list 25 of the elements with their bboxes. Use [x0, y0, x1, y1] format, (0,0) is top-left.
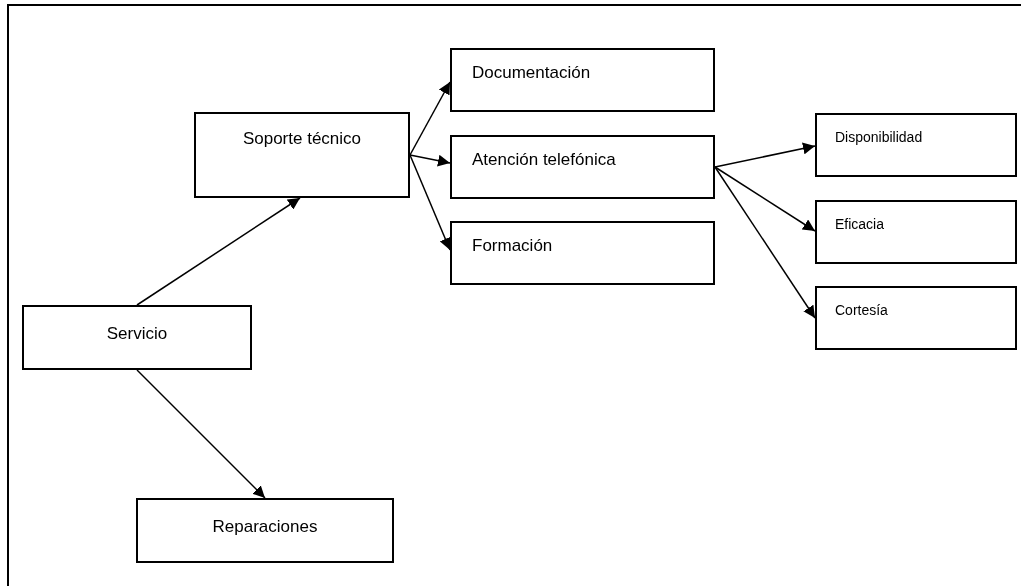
arrow — [714, 142, 816, 168]
box-label: Reparaciones — [212, 516, 318, 538]
arrow — [136, 197, 301, 306]
process-box — [136, 498, 394, 563]
box-label: Formación — [472, 235, 553, 257]
box-label: Servicio — [106, 323, 168, 345]
process-box — [815, 286, 1017, 350]
box-label: Eficacia — [835, 215, 885, 234]
arrow — [714, 166, 816, 319]
arrow — [409, 154, 451, 167]
box-label: Atención telefónica — [472, 149, 616, 171]
arrow — [409, 81, 451, 156]
process-box — [450, 135, 715, 199]
box-label: Cortesía — [835, 301, 888, 320]
process-box — [450, 48, 715, 112]
arrow — [714, 166, 816, 232]
box-label: Disponibilidad — [835, 128, 923, 147]
process-box — [22, 305, 252, 370]
box-label: Soporte técnico — [242, 128, 362, 150]
arrow — [136, 369, 266, 499]
process-box — [194, 112, 410, 198]
process-box — [815, 113, 1017, 177]
process-box — [815, 200, 1017, 264]
process-box — [450, 221, 715, 285]
box-label: Documentación — [472, 62, 591, 84]
